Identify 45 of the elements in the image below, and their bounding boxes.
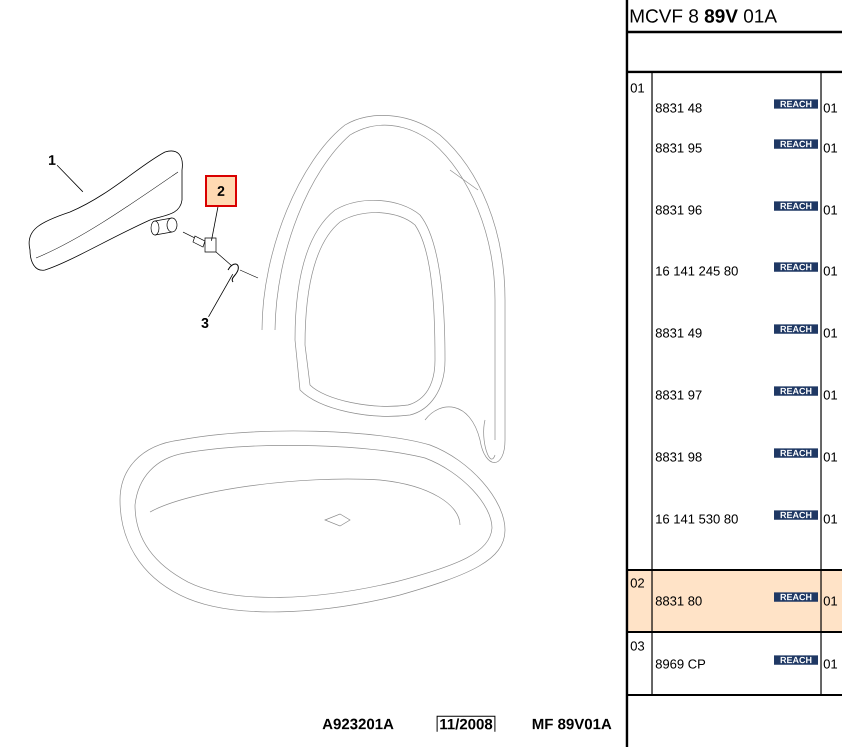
drawing-code: A923201A <box>322 718 394 730</box>
group-number: 02 <box>630 578 644 588</box>
quantity: 01 <box>824 328 838 338</box>
armrest-drawing <box>28 150 183 271</box>
reach-badge: REACH <box>774 386 818 396</box>
leader-line <box>208 274 234 318</box>
part-number: 8831 48 <box>656 103 702 113</box>
table-header: MCVF 8 89V 01A <box>630 9 777 23</box>
quantity: 01 <box>824 452 838 462</box>
quantity: 01 <box>824 205 838 215</box>
quantity: 01 <box>824 596 838 606</box>
reach-badge: REACH <box>774 201 818 211</box>
reach-badge: REACH <box>774 99 818 109</box>
group-number: 01 <box>630 83 644 93</box>
leader-line <box>211 206 218 242</box>
callout-number: 2 <box>205 175 237 207</box>
part-number: 8831 80 <box>656 596 702 606</box>
pin-drawing <box>182 232 232 266</box>
part-number: 8831 96 <box>656 205 702 215</box>
quantity: 01 <box>824 143 838 153</box>
reach-badge: REACH <box>774 324 818 334</box>
callout-number: 1 <box>49 155 56 165</box>
reach-badge: REACH <box>774 139 818 149</box>
group-number: 03 <box>630 641 644 651</box>
reach-badge: REACH <box>774 448 818 458</box>
part-number: 8831 95 <box>656 143 702 153</box>
part-number: 8969 CP <box>656 659 706 669</box>
clip-drawing <box>228 264 258 282</box>
leader-line <box>56 164 84 192</box>
reach-badge: REACH <box>774 262 818 272</box>
part-number: 16 141 245 80 <box>656 266 738 276</box>
callout-number: 3 <box>201 318 208 328</box>
date-box: 11/2008 <box>436 716 496 732</box>
quantity: 01 <box>824 514 838 524</box>
part-number: 8831 98 <box>656 452 702 462</box>
quantity: 01 <box>824 266 838 276</box>
quantity: 01 <box>824 103 838 113</box>
reach-badge: REACH <box>774 655 818 665</box>
part-number: 8831 97 <box>656 390 702 400</box>
reach-badge: REACH <box>774 510 818 520</box>
part-number: 8831 49 <box>656 328 702 338</box>
quantity: 01 <box>824 390 838 400</box>
model-code: MF 89V01A <box>532 718 612 730</box>
quantity: 01 <box>824 659 838 669</box>
part-number: 16 141 530 80 <box>656 514 738 524</box>
